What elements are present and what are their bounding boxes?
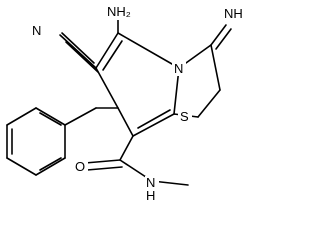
ring-sulfur-label: S [180,109,189,124]
carbonyl-oxygen-label: O [75,159,85,174]
amide-nitrogen-label: N [146,175,155,190]
pyridine-ring [95,32,180,137]
imine-label: NH [224,6,243,21]
amide-hydrogen-label: H [146,188,155,203]
amino-label: NH₂ [107,4,131,19]
atom-labels: NH₂ NH N S N O N H [30,4,244,203]
nitrile-nitrogen-label: N [32,23,41,38]
molecule-diagram: NH₂ NH N S N O N H [6,4,244,203]
phenyl-ring [6,107,97,176]
substituent-bonds [59,19,232,186]
thiazole-ring [173,44,221,118]
ring-nitrogen-label: N [174,61,183,76]
